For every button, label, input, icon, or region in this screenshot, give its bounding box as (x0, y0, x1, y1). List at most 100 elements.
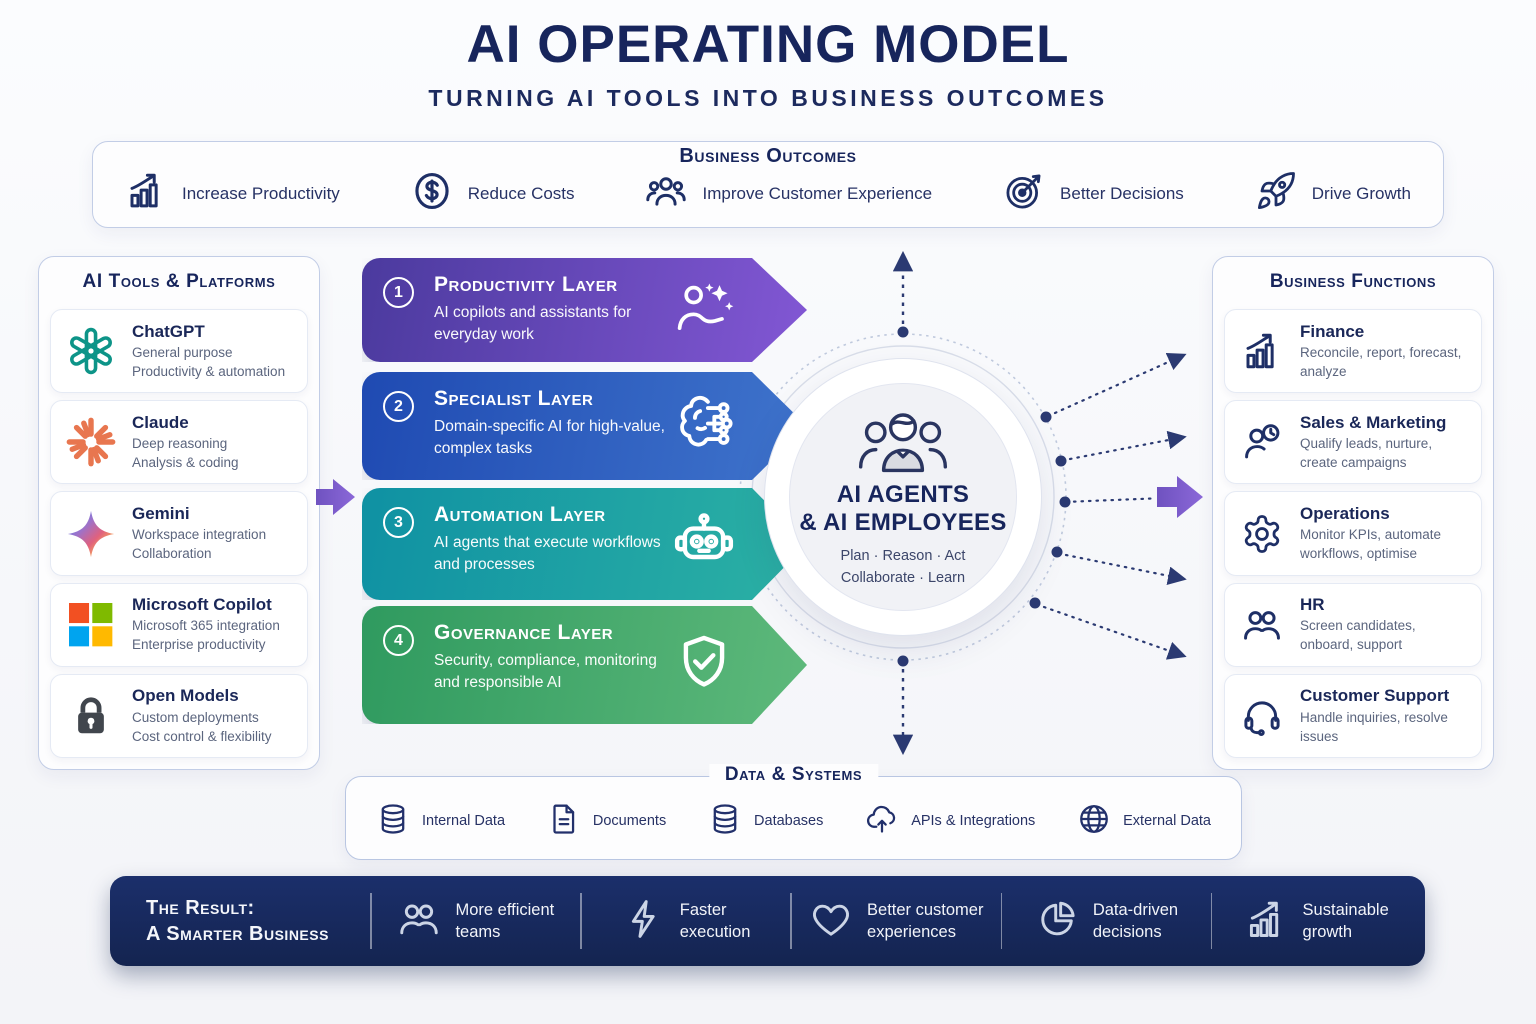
headset-icon (1239, 693, 1285, 739)
flow-arrow-left-icon (316, 479, 355, 515)
gear-icon (1239, 511, 1285, 557)
function-card-operations: Operations Monitor KPIs, automate workfl… (1224, 491, 1482, 576)
data-item-internal-data: Internal Data (376, 802, 505, 841)
people-pair-icon (397, 897, 441, 946)
result-bar: The Result: A Smarter Business More effi… (110, 876, 1425, 966)
data-systems-title: Data & Systems (708, 764, 879, 786)
ai-tools-title: AI Tools & Platforms (82, 271, 276, 292)
hub-title-2: & AI EMPLOYEES (799, 509, 1007, 536)
shield-check-icon (673, 632, 735, 699)
ai-agents-hub: AI AGENTS & AI EMPLOYEES Plan · Reason ·… (789, 383, 1017, 611)
layer-desc: Domain-specific AI for high-value, compl… (434, 418, 665, 458)
layer-specialist: 2 Specialist Layer Domain-specific AI fo… (362, 372, 807, 480)
person-clock-icon (1239, 419, 1285, 465)
page-title: AI OPERATING MODEL (466, 15, 1070, 74)
layer-number: 2 (383, 391, 414, 422)
data-item-databases: Databases (708, 802, 823, 841)
divider (580, 893, 582, 949)
business-outcomes-row: Increase Productivity Reduce Costs (93, 168, 1443, 227)
business-outcomes-panel: Business Outcomes Increase Productivity (92, 141, 1444, 228)
divider (1000, 893, 1003, 949)
chatgpt-logo-icon (65, 325, 117, 377)
outcome-better-decisions: Better Decisions (1003, 170, 1184, 217)
gemini-logo-icon (65, 508, 117, 560)
divider (790, 893, 792, 949)
function-card-finance: Finance Reconcile, report, forecast, ana… (1224, 309, 1482, 394)
page-subtitle: TURNING AI TOOLS INTO BUSINESS OUTCOMES (428, 85, 1108, 111)
layer-automation: 3 Automation Layer AI agents that execut… (362, 488, 807, 600)
business-functions-title: Business Functions (1269, 271, 1437, 292)
result-title: The Result: A Smarter Business (146, 897, 329, 945)
outcome-reduce-costs: Reduce Costs (411, 170, 575, 217)
layer-title: Specialist Layer (434, 387, 594, 410)
hub-verbs-1: Plan · Reason · Act (840, 548, 966, 564)
data-systems-row: Internal Data Documents (346, 777, 1241, 859)
database-icon (708, 802, 742, 841)
layer-governance: 4 Governance Layer Security, compliance,… (362, 606, 807, 724)
padlock-icon (65, 690, 117, 742)
layer-desc: AI copilots and assistants for everyday … (434, 304, 632, 344)
data-item-documents: Documents (547, 802, 666, 841)
connector-up (892, 250, 914, 338)
function-card-customer-support: Customer Support Handle inquiries, resol… (1224, 673, 1482, 759)
function-card-sales-marketing: Sales & Marketing Qualify leads, nurture… (1224, 400, 1482, 485)
pie-chart-icon (1035, 897, 1079, 946)
layer-number: 3 (383, 507, 414, 538)
outcome-drive-growth: Drive Growth (1255, 170, 1411, 217)
business-functions-panel: Business Functions Finance Reconcile, re… (1212, 256, 1494, 770)
outcome-increase-productivity: Increase Productivity (125, 170, 340, 217)
lightning-icon (622, 897, 666, 946)
globe-icon (1077, 802, 1111, 841)
data-systems-panel: Data & Systems Internal Data (345, 764, 1242, 860)
outcome-improve-customer-experience: Improve Customer Experience (645, 170, 932, 217)
connector-rays (1029, 352, 1187, 660)
function-card-hr: HR Screen candidates, onboard, support (1224, 582, 1482, 667)
microsoft-logo-icon (65, 599, 117, 651)
people-group-icon (645, 170, 687, 217)
flow-arrow-right-icon (1157, 476, 1203, 518)
team-icon (855, 408, 951, 479)
divider (370, 893, 372, 949)
divider (1210, 893, 1213, 949)
hub-verbs-2: Collaborate · Learn (840, 569, 966, 586)
cloud-upload-icon (865, 802, 899, 841)
ai-tools-panel: AI Tools & Platforms ChatGPT General pur… (38, 256, 320, 770)
connector-down (892, 655, 914, 756)
layer-title: Productivity Layer (434, 273, 618, 296)
layer-desc: Security, compliance, monitoring and res… (434, 652, 657, 692)
person-sparkles-icon (673, 277, 735, 344)
rocket-icon (1255, 170, 1297, 217)
layer-title: Automation Layer (434, 503, 606, 526)
document-icon (547, 802, 581, 841)
heart-icon (809, 897, 853, 946)
business-outcomes-title: Business Outcomes (679, 145, 857, 167)
data-item-external-data: External Data (1077, 802, 1211, 841)
layer-number: 4 (383, 625, 414, 656)
layer-desc: AI agents that execute workflows and pro… (434, 534, 661, 574)
robot-icon (673, 511, 735, 578)
hub-title-1: AI AGENTS (836, 481, 970, 508)
data-item-apis-integrations: APIs & Integrations (865, 802, 1035, 841)
target-icon (1003, 170, 1045, 217)
claude-logo-icon (65, 416, 117, 468)
people-pair-icon (1239, 602, 1285, 648)
layer-title: Governance Layer (434, 621, 614, 644)
tool-card-microsoft-copilot: Microsoft Copilot Microsoft 365 integrat… (50, 582, 308, 667)
layer-productivity: 1 Productivity Layer AI copilots and ass… (362, 258, 807, 362)
finance-chart-icon (1239, 328, 1285, 374)
growth-bars-icon (1245, 897, 1289, 946)
layer-number: 1 (383, 277, 414, 308)
database-icon (376, 802, 410, 841)
chart-growth-icon (125, 170, 167, 217)
brain-circuit-icon (673, 393, 735, 460)
